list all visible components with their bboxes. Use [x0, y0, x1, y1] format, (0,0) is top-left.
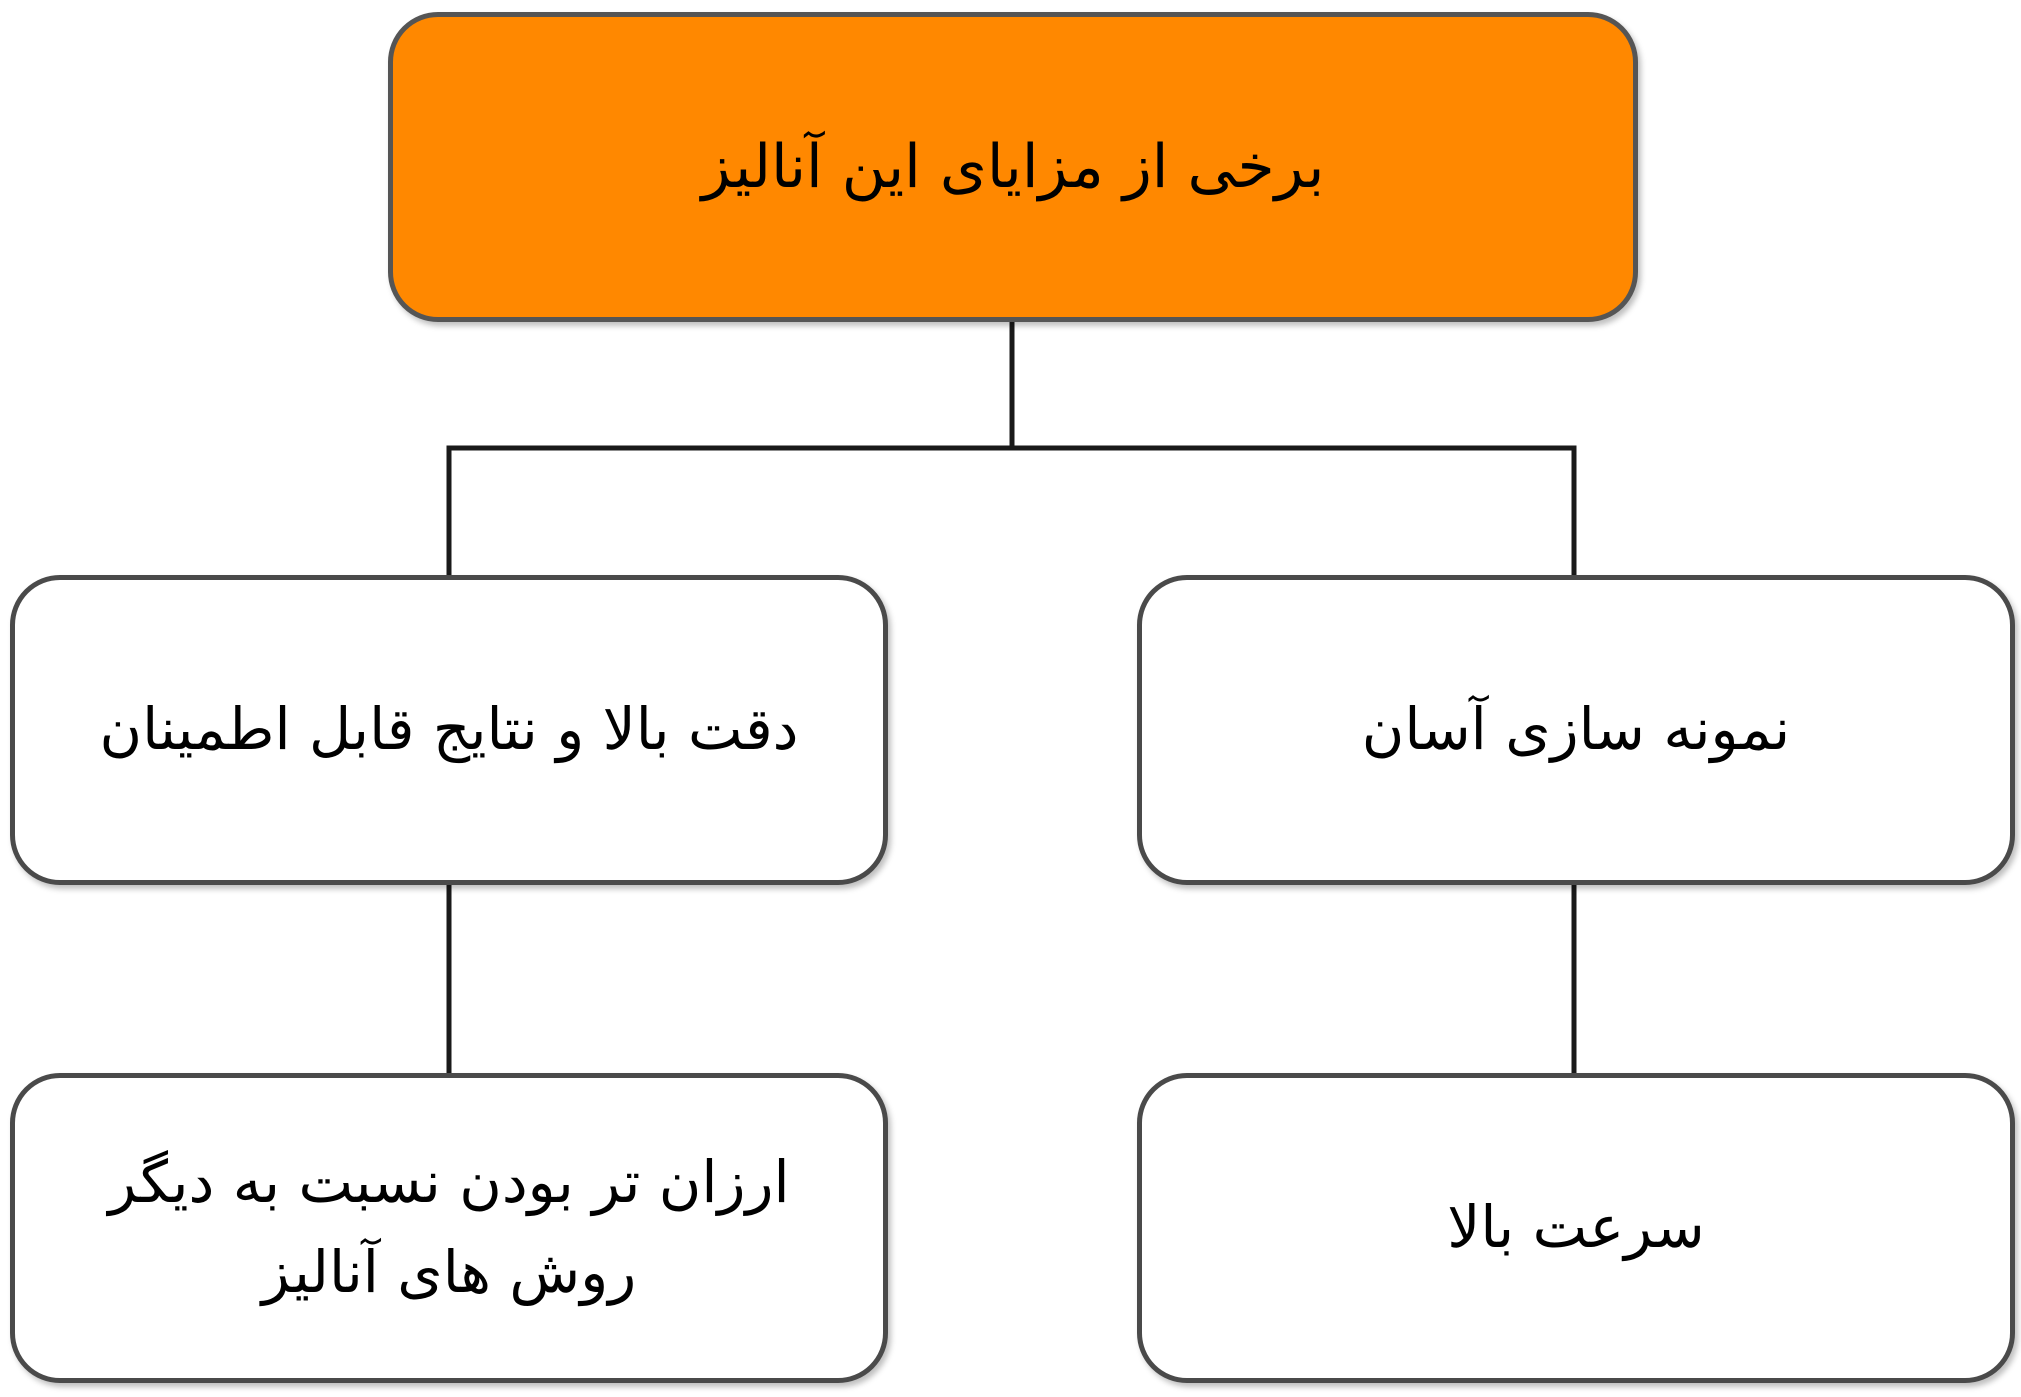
node-lower-cost: ارزان تر بودن نسبت به دیگر روش های آنالی… — [10, 1073, 888, 1383]
node-high-speed-label: سرعت بالا — [1447, 1193, 1705, 1262]
node-easy-modeling: نمونه سازی آسان — [1137, 575, 2015, 885]
root-node: برخی از مزایای این آنالیز — [388, 12, 1638, 322]
root-node-label: برخی از مزایای این آنالیز — [701, 131, 1325, 202]
node-easy-modeling-label: نمونه سازی آسان — [1361, 695, 1791, 764]
node-accuracy-label: دقت بالا و نتایج قابل اطمینان — [99, 695, 799, 764]
node-lower-cost-label: ارزان تر بودن نسبت به دیگر روش های آنالی… — [108, 1148, 790, 1306]
node-high-speed: سرعت بالا — [1137, 1073, 2015, 1383]
node-accuracy: دقت بالا و نتایج قابل اطمینان — [10, 575, 888, 885]
